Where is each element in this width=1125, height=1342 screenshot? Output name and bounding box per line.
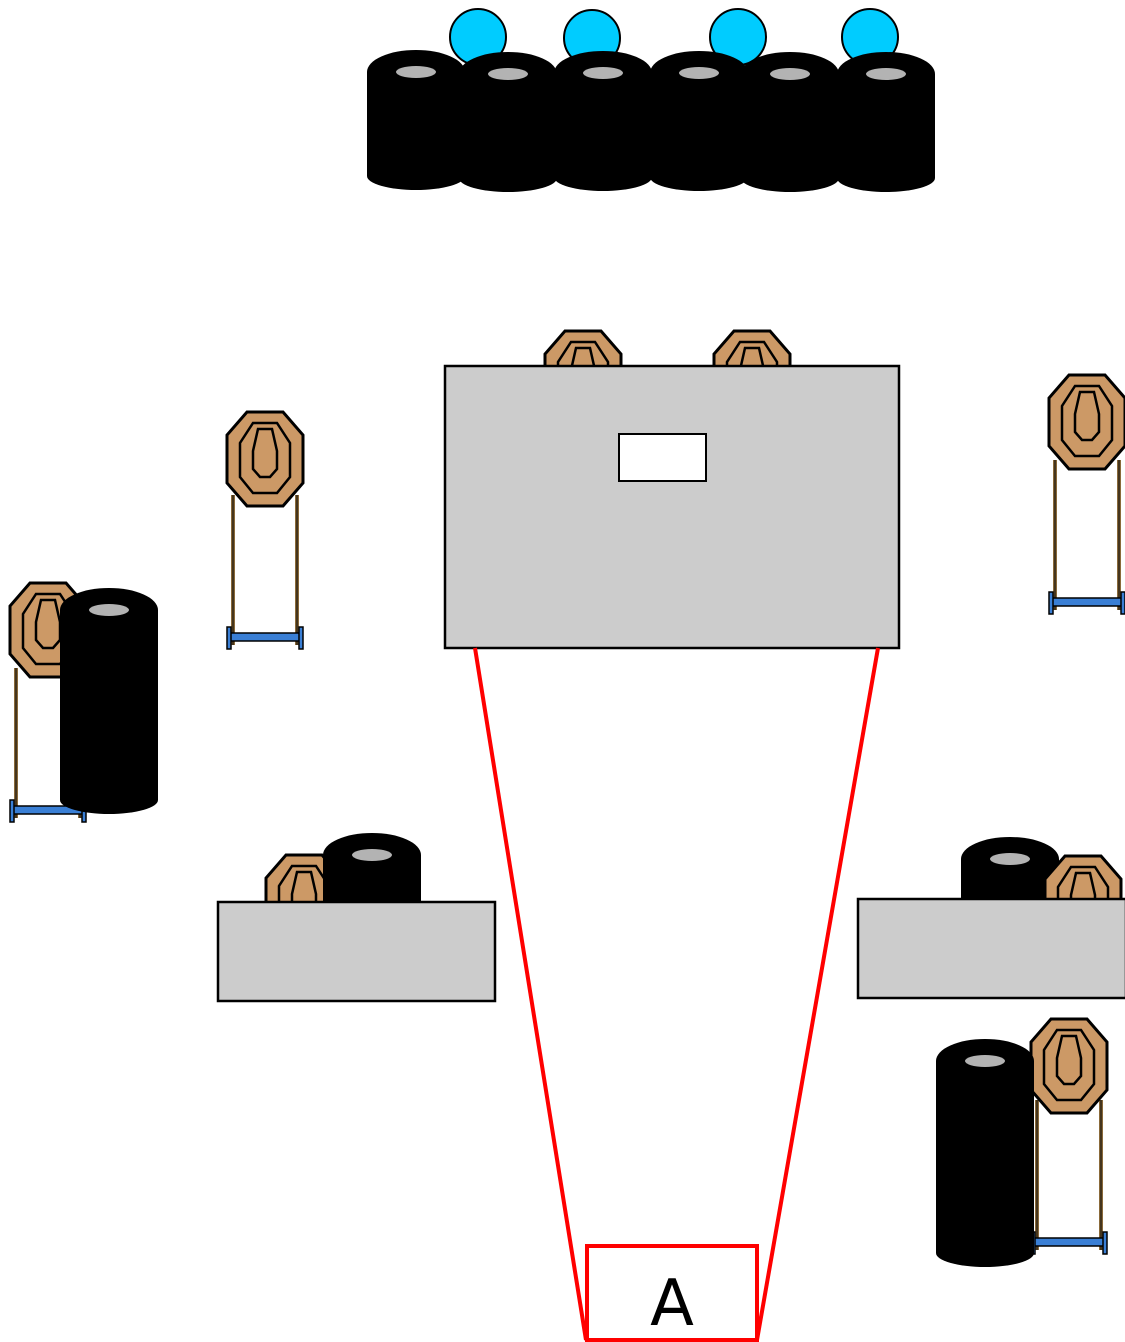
target-stand-icon xyxy=(225,493,305,651)
fault-line-left xyxy=(473,647,588,1341)
barricade-window xyxy=(618,433,707,482)
tire-stack-icon xyxy=(650,51,748,191)
tire-stack-icon xyxy=(741,52,839,192)
start-box-icon: A xyxy=(585,1244,759,1342)
start-box-label: A xyxy=(650,1267,694,1341)
target-stand-icon xyxy=(1047,458,1125,616)
start-box xyxy=(585,1244,759,1342)
tire-stack-icon xyxy=(367,50,465,190)
target-stand-icon xyxy=(1029,1098,1109,1256)
tire-stack-icon xyxy=(554,51,652,191)
top-tire-wall xyxy=(367,50,935,192)
tire-stack-icon xyxy=(459,52,557,192)
barricade-icon xyxy=(216,900,497,1003)
barricade-icon xyxy=(443,364,901,650)
tire-stack-icon xyxy=(837,52,935,192)
tire-stack-icon xyxy=(936,1039,1034,1267)
paper-target-icon xyxy=(1047,373,1125,471)
tire-stack-icon xyxy=(60,588,158,814)
barricade-icon xyxy=(856,897,1125,1000)
fault-line-right xyxy=(755,647,880,1341)
paper-target-icon xyxy=(1029,1017,1109,1115)
paper-target-icon xyxy=(225,410,305,508)
